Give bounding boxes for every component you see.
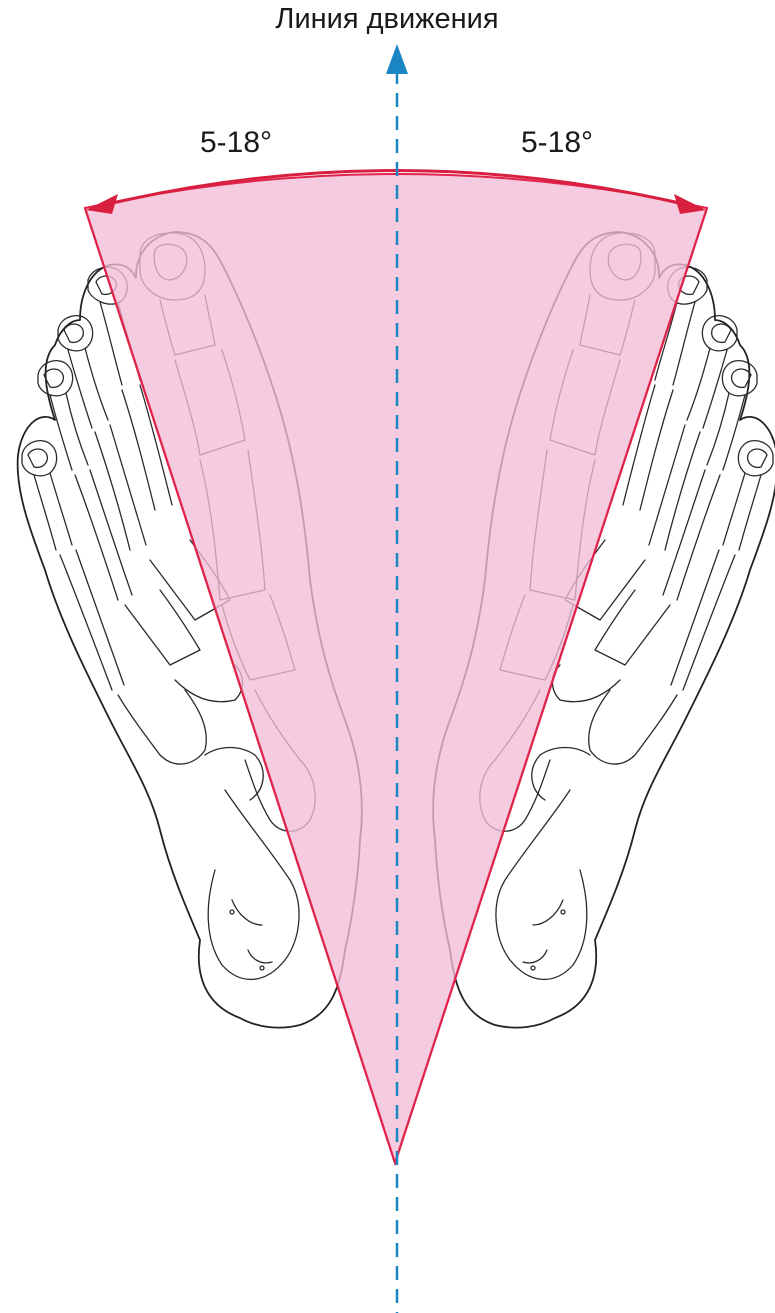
- arrow-up-icon: [386, 44, 408, 74]
- left-angle-label: 5-18°: [200, 126, 272, 159]
- right-angle-label: 5-18°: [521, 126, 593, 159]
- movement-line-label: Линия движения: [275, 3, 498, 35]
